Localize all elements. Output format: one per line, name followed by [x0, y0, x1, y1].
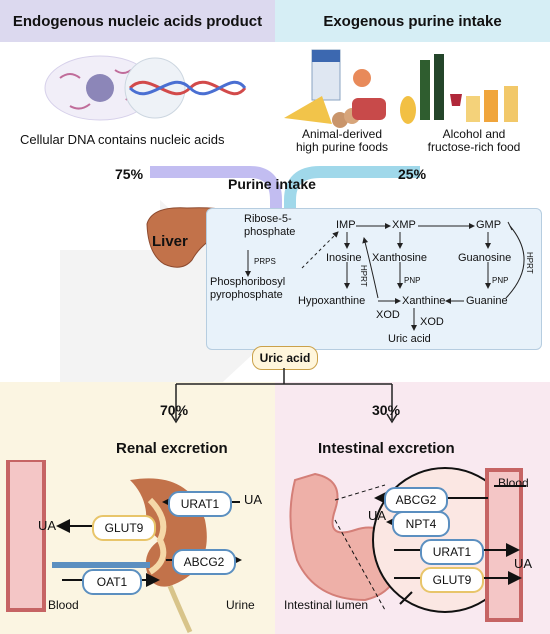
xod-down-label: XOD	[420, 316, 444, 328]
cellular-dna-caption: Cellular DNA contains nucleic acids	[20, 132, 225, 147]
purine-intake-label: Purine intake	[228, 176, 316, 192]
xmp-label: XMP	[392, 219, 416, 231]
inosine-label: Inosine	[326, 252, 362, 264]
intestinal-percentage: 30%	[372, 402, 401, 418]
xod-left-label: XOD	[376, 309, 400, 321]
intestinal-urat1-transporter: URAT1	[420, 539, 484, 565]
uric-acid-box: Uric acid	[252, 346, 318, 370]
pnp-middle-label: PNP	[404, 276, 421, 285]
xanthosine-label: Xanthosine	[372, 252, 428, 264]
uric-acid-pathway-label: Uric acid	[388, 333, 431, 345]
guanine-label: Guanine	[466, 295, 508, 307]
renal-ua-input-label: UA	[244, 492, 263, 507]
liver-label: Liver	[152, 233, 188, 250]
exogenous-title: Exogenous purine intake	[323, 12, 502, 30]
alcohol-foods-caption: Alcohol and fructose-rich food	[427, 127, 521, 154]
intestinal-glut9-transporter: GLUT9	[420, 567, 484, 593]
renal-blood-label: Blood	[48, 598, 79, 612]
renal-glut9-transporter: GLUT9	[92, 515, 156, 541]
renal-percentage: 70%	[160, 402, 189, 418]
imp-label: IMP	[336, 219, 356, 231]
gmp-label: GMP	[476, 219, 502, 231]
endogenous-percentage: 75%	[115, 166, 144, 182]
endogenous-title: Endogenous nucleic acids product	[12, 12, 263, 30]
renal-oat1-transporter: OAT1	[82, 569, 142, 595]
xanthine-label: Xanthine	[402, 295, 446, 307]
uric-acid-box-label: Uric acid	[259, 351, 311, 365]
renal-urine-label: Urine	[226, 598, 255, 612]
renal-ua-output-label: UA	[38, 518, 57, 533]
intestinal-ua-blood-label: UA	[514, 556, 533, 571]
cell-dna-illustration	[44, 55, 247, 121]
intestinal-urat1-label: URAT1	[432, 545, 472, 559]
intestinal-ua-lumen-label: UA	[368, 508, 387, 523]
hypoxanthine-label: Hypoxanthine	[298, 295, 366, 307]
renal-excretion-title: Renal excretion	[116, 440, 228, 457]
guanosine-label: Guanosine	[458, 252, 512, 264]
intestinal-glut9-label: GLUT9	[432, 573, 472, 587]
intestinal-npt4-transporter: NPT4	[392, 511, 450, 537]
renal-oat1-label: OAT1	[96, 575, 128, 589]
intestinal-lumen-label: Intestinal lumen	[284, 598, 369, 612]
intestinal-blood-label: Blood	[498, 476, 529, 490]
prps-enzyme-label: PRPS	[254, 257, 276, 266]
animal-foods-caption: Animal-derived high purine foods	[295, 127, 389, 154]
intestinal-npt4-label: NPT4	[405, 517, 437, 531]
animal-foods-illustration	[284, 49, 386, 128]
endogenous-banner: Endogenous nucleic acids product	[0, 0, 275, 42]
exogenous-banner: Exogenous purine intake	[275, 0, 550, 42]
intestinal-abcg2-label: ABCG2	[395, 493, 437, 507]
pnp-right-label: PNP	[492, 276, 509, 285]
renal-glut9-label: GLUT9	[104, 521, 144, 535]
prpp-label: Phosphoribosyl pyrophosphate	[210, 276, 286, 301]
renal-abcg2-label: ABCG2	[183, 555, 225, 569]
exogenous-percentage: 25%	[398, 166, 427, 182]
renal-urat1-transporter: URAT1	[168, 491, 232, 517]
alcohol-foods-illustration	[400, 54, 518, 124]
renal-abcg2-transporter: ABCG2	[172, 549, 236, 575]
ribose-5-phosphate-label: Ribose-5- phosphate	[244, 213, 296, 238]
intestinal-excretion-title: Intestinal excretion	[318, 440, 455, 457]
renal-urat1-label: URAT1	[180, 497, 220, 511]
intestinal-abcg2-transporter: ABCG2	[384, 487, 448, 513]
intake-flow-bands	[150, 166, 420, 220]
